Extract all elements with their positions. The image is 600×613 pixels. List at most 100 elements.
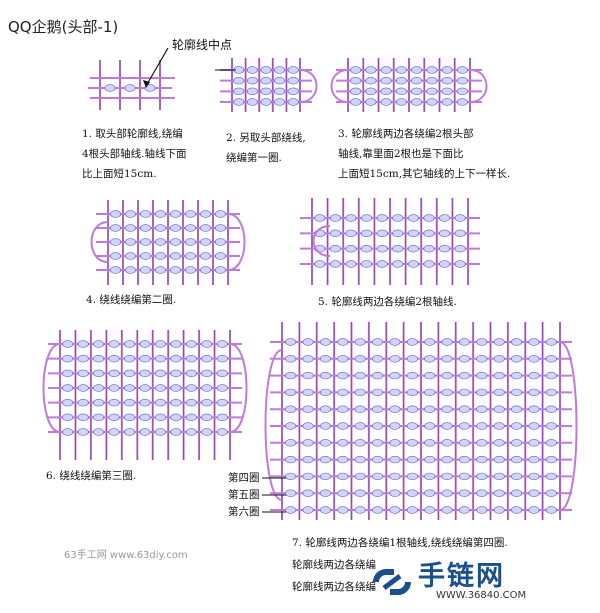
knot-bead	[458, 439, 470, 447]
knot-bead	[511, 455, 523, 464]
knot-bead	[302, 355, 314, 363]
knot-bead	[233, 87, 245, 96]
knot-bead	[354, 355, 366, 363]
knot-bead	[476, 439, 488, 447]
knot-bead	[62, 384, 74, 392]
wrap-loop	[312, 225, 331, 257]
knot-bead	[246, 98, 258, 106]
knot-bead	[216, 354, 228, 363]
knot-bead	[372, 371, 384, 380]
knot-bead	[140, 224, 152, 232]
knot-bead	[407, 260, 419, 268]
knot-bead	[406, 455, 418, 464]
knot-bead	[170, 238, 182, 246]
knot-bead	[62, 369, 74, 378]
knot-bead	[337, 355, 349, 363]
knot-bead	[389, 439, 401, 447]
knot-bead	[395, 98, 407, 106]
knot-bead	[395, 66, 407, 74]
knot-bead	[93, 340, 105, 348]
knot-bead	[170, 413, 182, 422]
knot-bead	[302, 472, 314, 481]
knot-bead	[185, 398, 197, 407]
knot-bead	[108, 354, 120, 363]
knot-bead	[139, 398, 151, 407]
knot-bead	[302, 489, 314, 497]
knot-bead	[389, 455, 401, 464]
knot-bead	[62, 398, 74, 407]
knot-bead	[426, 98, 438, 106]
knot-bead	[406, 422, 418, 430]
knot-bead	[287, 87, 299, 96]
callout-arrowhead	[143, 80, 150, 88]
knot-bead	[319, 489, 331, 497]
knot-bead	[124, 428, 136, 436]
knot-bead	[185, 369, 197, 378]
knot-bead	[124, 340, 136, 348]
knot-bead	[62, 428, 74, 436]
knot-bead	[337, 388, 349, 397]
knot-bead	[285, 455, 297, 464]
knot-bead	[511, 388, 523, 397]
knot-bead	[170, 384, 182, 392]
knot-bead	[454, 229, 466, 238]
knot-bead	[62, 340, 74, 348]
knot-bead	[350, 66, 362, 74]
knot-bead	[439, 229, 451, 238]
knot-bead	[354, 455, 366, 464]
knot-bead	[77, 398, 89, 407]
knot-bead	[329, 260, 341, 268]
callout-pointer	[145, 47, 169, 87]
knot-bead	[350, 98, 362, 106]
knot-bead	[108, 384, 120, 392]
knot-bead	[93, 354, 105, 363]
knot-bead	[329, 229, 341, 238]
knot-bead	[337, 405, 349, 413]
knot-bead	[476, 489, 488, 497]
knot-bead	[454, 260, 466, 268]
knot-bead	[274, 76, 286, 85]
knot-bead	[424, 439, 436, 447]
knot-bead	[110, 238, 122, 246]
knot-bead	[424, 472, 436, 481]
knot-bead	[493, 506, 505, 514]
knot-bead	[337, 489, 349, 497]
knot-bead	[354, 506, 366, 514]
knot-bead	[493, 489, 505, 497]
knot-bead	[215, 224, 227, 232]
knot-bead	[139, 340, 151, 348]
knot-bead	[285, 472, 297, 481]
knot-bead	[406, 472, 418, 481]
knot-bead	[200, 238, 212, 246]
knot-bead	[476, 506, 488, 514]
knot-bead	[545, 338, 557, 346]
knot-bead	[365, 87, 377, 96]
chain-logo-icon	[373, 569, 411, 595]
knot-bead	[361, 229, 373, 238]
knot-bead	[458, 455, 470, 464]
knot-bead	[493, 371, 505, 380]
knot-bead	[545, 422, 557, 430]
knot-bead	[511, 439, 523, 447]
knot-bead	[285, 405, 297, 413]
knot-bead	[274, 98, 286, 106]
knot-bead	[380, 66, 392, 74]
knot-bead	[185, 252, 197, 260]
knot-bead	[354, 405, 366, 413]
knot-bead	[185, 266, 197, 274]
knot-bead	[302, 371, 314, 380]
knot-bead	[274, 87, 286, 96]
knot-bead	[458, 388, 470, 397]
knot-bead	[406, 506, 418, 514]
knot-bead	[110, 252, 122, 260]
knot-bead	[201, 398, 213, 407]
step-6-caption: 6. 绕线绕编第三圈.	[46, 470, 137, 482]
knot-bead	[528, 439, 540, 447]
knot-bead	[170, 428, 182, 436]
knot-bead	[337, 506, 349, 514]
knot-bead	[389, 422, 401, 430]
knot-bead	[104, 84, 116, 92]
knot-bead	[140, 210, 152, 218]
knot-bead	[62, 413, 74, 422]
